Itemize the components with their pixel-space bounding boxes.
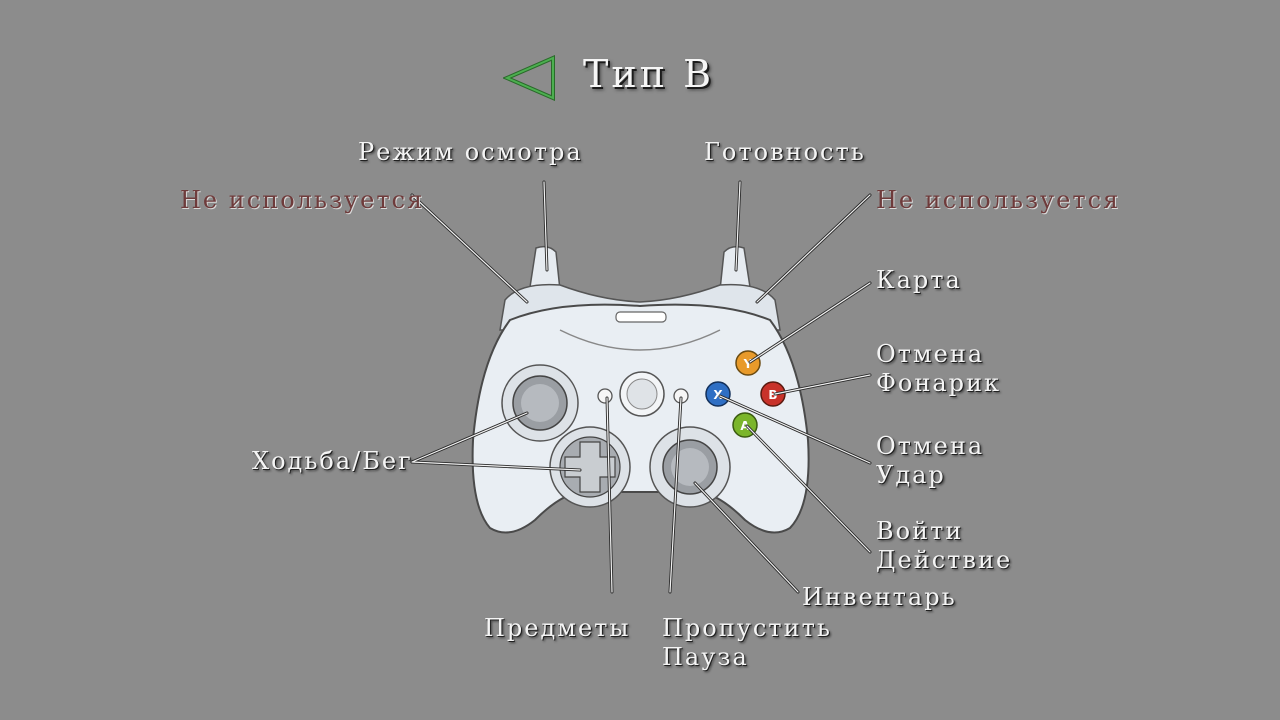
page-title: Тип B: [583, 52, 715, 96]
y-button-icon: [735, 350, 761, 376]
x-letter: X: [713, 388, 723, 402]
y-letter: Y: [743, 357, 753, 371]
label-a-button: Войти Действие: [876, 517, 1012, 575]
label-x-button: Отмена Удар: [876, 432, 984, 490]
leader-lines: [410, 180, 872, 594]
label-b-line1: Отмена: [876, 340, 985, 368]
label-a-line2: Действие: [876, 546, 1013, 574]
b-button-icon: [760, 381, 786, 407]
label-unused-left: Не используется: [180, 186, 425, 214]
label-start-line2: Пауза: [662, 643, 749, 671]
label-a-line1: Войти: [876, 517, 964, 545]
controller-icon: [471, 245, 810, 534]
label-start-line1: Пропустить: [662, 614, 832, 642]
label-start: Пропустить Пауза: [662, 614, 832, 672]
label-items: Предметы: [484, 614, 631, 642]
a-letter: A: [740, 419, 750, 433]
triangle-left-icon[interactable]: [503, 55, 557, 101]
label-ready: Готовность: [704, 138, 866, 166]
x-button-icon: [705, 381, 731, 407]
label-walk-run: Ходьба/Бег: [252, 447, 413, 475]
label-look-mode: Режим осмотра: [358, 138, 583, 166]
label-inventory: Инвентарь: [802, 583, 957, 611]
label-x-line2: Удар: [876, 461, 946, 489]
b-letter: B: [768, 388, 777, 402]
label-map: Карта: [876, 266, 962, 294]
label-b-button: Отмена Фонарик: [876, 340, 1001, 398]
label-x-line1: Отмена: [876, 432, 985, 460]
label-unused-right: Не используется: [876, 186, 1121, 214]
label-b-line2: Фонарик: [876, 369, 1002, 397]
